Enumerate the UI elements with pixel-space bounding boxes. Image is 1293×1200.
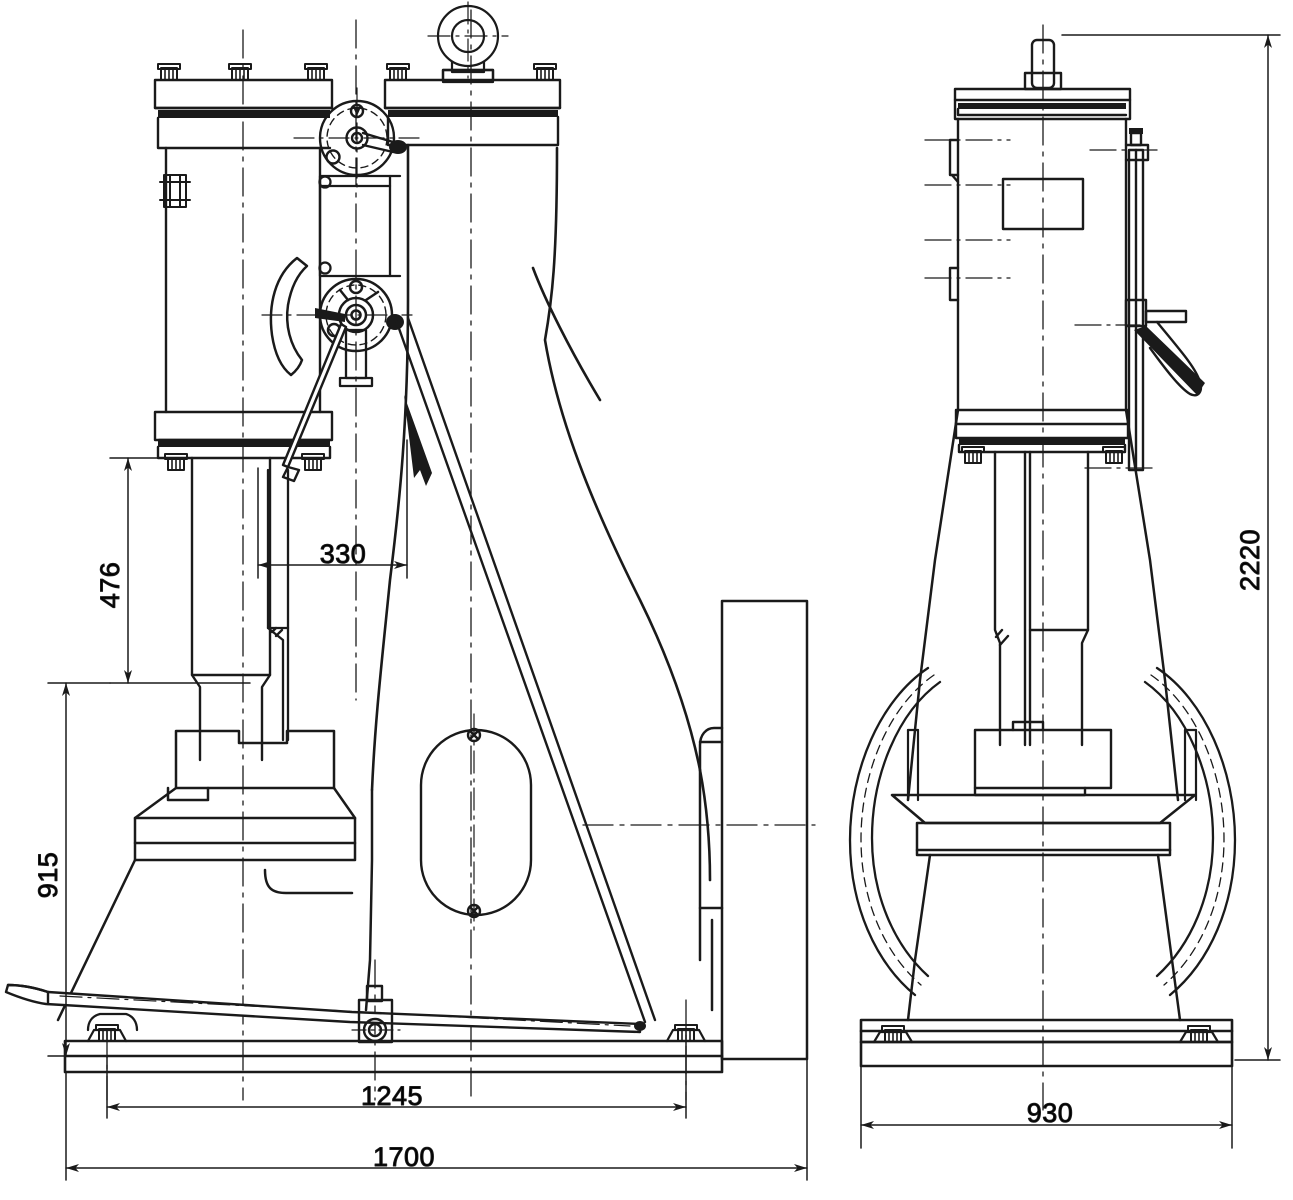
oval-inspection-cover (419, 727, 533, 919)
motor-mount-flange (698, 599, 809, 1061)
dimension-476-label: 476 (95, 562, 125, 609)
treadle-pivot-block (351, 984, 401, 1044)
bolt-boss-left (86, 1028, 128, 1043)
dimension-330-label: 330 (320, 539, 367, 569)
tie-rod-left (281, 322, 348, 483)
dimension-930-label: 930 (1027, 1098, 1074, 1128)
flywheel-arc-left-hidden (860, 674, 935, 986)
dimension-330 (257, 439, 408, 579)
front-ram-guide (993, 450, 1090, 747)
bolt-boss-front-right (1178, 1030, 1220, 1044)
bolt-nut (533, 63, 557, 81)
bolt-nut (228, 63, 252, 81)
lever-rod-vertical (338, 328, 374, 388)
dimension-1245-label: 1245 (361, 1081, 423, 1111)
dimension-2220-label: 2220 (1235, 529, 1265, 591)
treadle-centerline (59, 995, 631, 1027)
eye-centerline (427, 1, 509, 79)
front-cylinder-body (948, 117, 1128, 412)
front-lower-flange (954, 408, 1130, 454)
top-flange-right (383, 68, 562, 147)
diagonal-brace (394, 316, 657, 1024)
view-side-elevation: 476 330 915 1245 1700 (4, 1, 816, 1181)
crank-disc-top-hidden (326, 107, 388, 169)
linkage-housing (318, 174, 402, 278)
nameplate (1001, 177, 1085, 231)
base-plate-side (63, 1039, 724, 1074)
foot-treadle (4, 983, 646, 1034)
foundation-bolt (881, 1025, 905, 1043)
main-body-profile (370, 143, 712, 882)
front-guide-rails (906, 728, 1198, 802)
front-top-flange (953, 87, 1132, 121)
bolt-nut (157, 63, 181, 81)
bolt-boss-front-left (872, 1030, 914, 1044)
dimension-915 (47, 682, 111, 1057)
dimension-1700-label: 1700 (373, 1142, 435, 1172)
flywheel-arc-left (848, 666, 942, 997)
front-body-taper (906, 408, 1182, 1022)
foundation-bolt (1187, 1025, 1211, 1043)
anvil-block (133, 729, 357, 895)
front-anvil-table (890, 793, 1197, 857)
dimension-1245 (106, 1041, 687, 1119)
flywheel-arc-right (1143, 666, 1237, 997)
dimension-1700 (65, 1059, 808, 1181)
flywheel-arc-right-hidden (1150, 674, 1225, 986)
bolt-boss-right (665, 1028, 707, 1043)
front-side-rod (1124, 128, 1205, 472)
dimension-915-label: 915 (33, 852, 63, 899)
bolt-nut (304, 63, 328, 81)
centerlines-side (106, 9, 687, 1101)
bolt-nut (301, 453, 325, 471)
bolt-nut (164, 453, 188, 471)
ram-rod (266, 468, 290, 742)
base-plate-front (859, 1018, 1234, 1068)
cylinder-port-fitting (159, 174, 191, 208)
bolt-nut (386, 63, 410, 81)
bolt-nut (961, 446, 985, 464)
dimension-2220 (1061, 34, 1281, 1061)
dimension-476 (109, 457, 251, 684)
view-front-elevation: 2220 930 (848, 24, 1281, 1149)
bolt-nut (1102, 446, 1126, 464)
foundation-bolt (95, 1024, 119, 1042)
crank-disc-top-centerlines (293, 87, 421, 191)
frame-legs (56, 788, 374, 1022)
dimension-930 (860, 1043, 1233, 1149)
treadle-support-pedestal (86, 1012, 139, 1032)
